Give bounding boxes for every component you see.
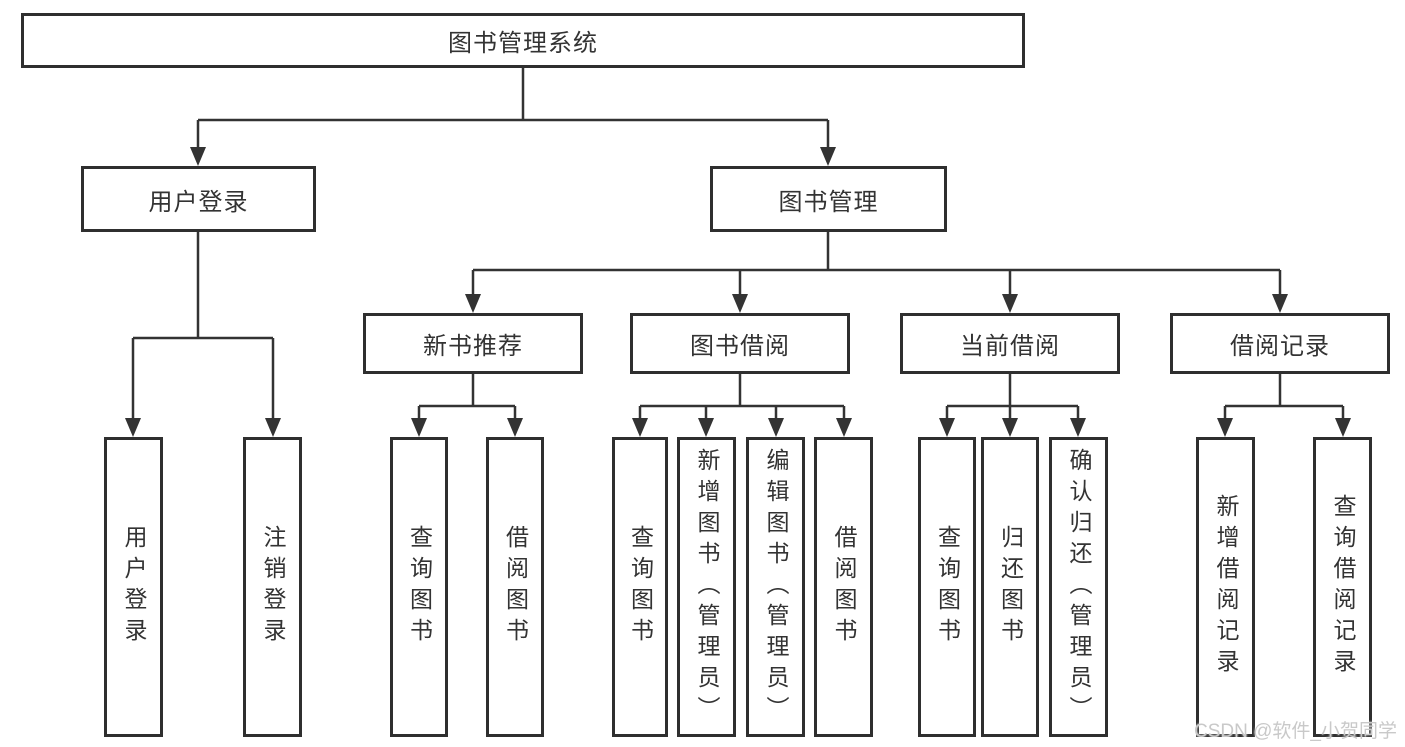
connector-book-management-children [465,232,1288,313]
node-current-borrow: 当前借阅 [900,313,1120,374]
leaf-current-confirm-return-admin-label: 确认归还（管理员） [1066,447,1092,727]
connector-current-borrow-children [939,374,1086,437]
leaf-newbook-borrow-books-label: 借阅图书 [502,525,529,649]
node-new-book-recommend: 新书推荐 [363,313,583,374]
connector-root-children [190,68,836,166]
node-new-book-recommend-label: 新书推荐 [423,333,523,360]
leaf-logout: 注销登录 [243,437,302,737]
leaf-records-add-record: 新增借阅记录 [1196,437,1255,737]
leaf-logout-label: 注销登录 [260,525,286,649]
leaf-borrow-query-books: 查询图书 [612,437,668,737]
leaf-newbook-query-books-label: 查询图书 [406,525,433,649]
node-user-login: 用户登录 [81,166,316,232]
leaf-borrow-borrow-books-label: 借阅图书 [831,525,857,649]
leaf-current-query-books-label: 查询图书 [934,525,961,649]
node-book-management: 图书管理 [710,166,947,232]
node-book-borrow-label: 图书借阅 [690,333,790,360]
node-book-borrow: 图书借阅 [630,313,850,374]
leaf-borrow-add-books-admin: 新增图书（管理员） [677,437,736,737]
leaf-current-query-books: 查询图书 [918,437,976,737]
leaf-newbook-borrow-books: 借阅图书 [486,437,544,737]
node-book-management-label: 图书管理 [778,188,879,216]
connector-borrow-records-children [1217,374,1351,437]
leaf-records-query-record-label: 查询借阅记录 [1330,494,1356,680]
node-root: 图书管理系统 [21,13,1025,68]
node-borrow-records-label: 借阅记录 [1230,333,1330,360]
connector-book-borrow-children [632,374,852,437]
leaf-borrow-query-books-label: 查询图书 [627,525,654,649]
leaf-user-login-label: 用户登录 [121,525,147,649]
leaf-user-login: 用户登录 [104,437,163,737]
leaf-borrow-add-books-admin-label: 新增图书（管理员） [694,447,720,727]
node-borrow-records: 借阅记录 [1170,313,1390,374]
leaf-current-return-books-label: 归还图书 [997,525,1024,649]
node-root-label: 图书管理系统 [448,30,598,57]
leaf-borrow-edit-books-admin-label: 编辑图书（管理员） [763,447,789,727]
leaf-records-query-record: 查询借阅记录 [1313,437,1372,737]
leaf-records-add-record-label: 新增借阅记录 [1213,494,1239,680]
leaf-newbook-query-books: 查询图书 [390,437,448,737]
connector-user-login-children [125,232,281,437]
node-current-borrow-label: 当前借阅 [960,333,1060,360]
leaf-borrow-borrow-books: 借阅图书 [814,437,873,737]
csdn-watermark: CSDN @软件_小贺同学 [1194,721,1397,742]
leaf-current-confirm-return-admin: 确认归还（管理员） [1049,437,1108,737]
node-user-login-label: 用户登录 [148,188,249,216]
connector-new-book-recommend-children [411,374,523,437]
leaf-current-return-books: 归还图书 [981,437,1039,737]
leaf-borrow-edit-books-admin: 编辑图书（管理员） [746,437,805,737]
